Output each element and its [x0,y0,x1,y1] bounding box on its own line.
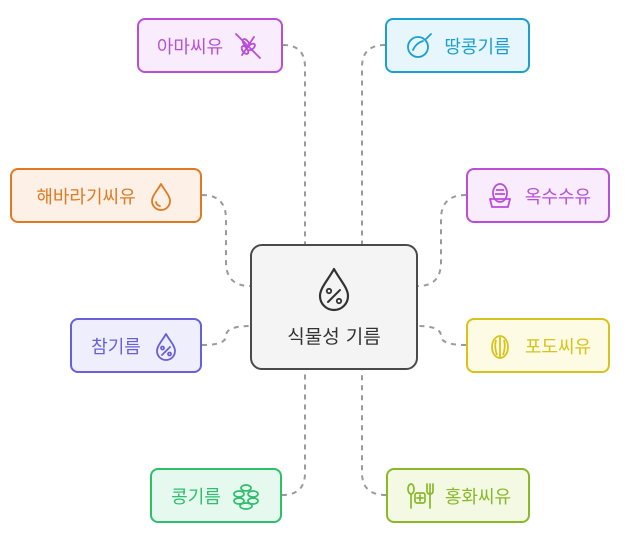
node-label: 참기름 [91,336,141,358]
node-soybean-oil[interactable]: 콩기름 [150,468,282,523]
drop-percent-icon [151,331,181,361]
drop-icon [146,181,176,211]
node-label: 아마씨유 [156,36,224,58]
node-label: 해바라기씨유 [36,186,136,208]
connector-peanut [361,44,386,244]
soybean-stack-icon [231,481,261,511]
node-label: 콩기름 [171,486,221,508]
node-label: 홍화씨유 [444,486,512,508]
fork-flower-icon [405,481,435,511]
node-grapeseed-oil[interactable]: 포도씨유 [466,318,610,373]
node-sesame-oil[interactable]: 참기름 [70,318,202,373]
grape-seed-icon [485,331,515,361]
node-peanut-oil[interactable]: 땅콩기름 [385,18,530,73]
connector-safflower [361,370,387,496]
peanut-ring-icon [404,31,434,61]
no-grain-icon [233,31,263,61]
node-sunflower-oil[interactable]: 해바라기씨유 [10,168,202,223]
center-label: 식물성 기름 [287,325,381,348]
connector-sunflower [201,194,251,287]
connector-grapeseed [417,325,467,346]
connector-corn [417,194,467,287]
connector-soybean [281,370,306,496]
node-label: 옥수수유 [524,186,592,208]
node-safflower-oil[interactable]: 홍화씨유 [386,468,530,523]
connector-flaxseed [282,44,306,244]
node-flaxseed-oil[interactable]: 아마씨유 [137,18,283,73]
connector-sesame [201,325,251,346]
node-label: 포도씨유 [524,336,592,358]
node-label: 땅콩기름 [444,36,511,58]
center-node[interactable]: 식물성 기름 [250,244,418,370]
corn-bowl-icon [485,181,515,211]
oil-drop-percent-icon [314,266,354,316]
node-corn-oil[interactable]: 옥수수유 [466,168,610,223]
